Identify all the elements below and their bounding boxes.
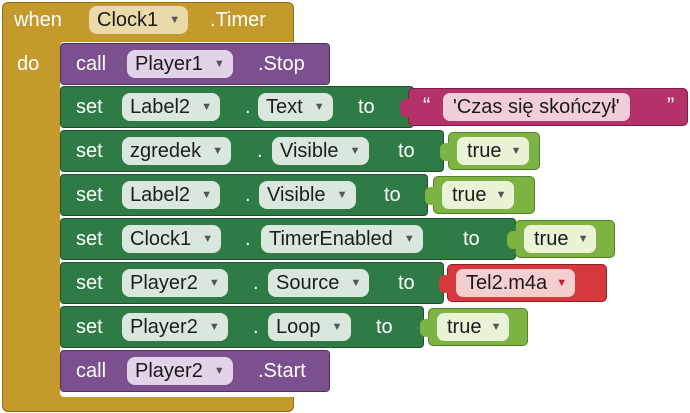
property-dropdown-visible[interactable]: Visible ▼ — [259, 181, 356, 209]
caret-down-icon: ▼ — [313, 101, 325, 113]
dot-separator: . — [245, 184, 251, 206]
caret-down-icon: ▼ — [403, 233, 415, 245]
to-label: to — [384, 184, 401, 206]
component-dropdown-player2[interactable]: Player2 ▼ — [122, 313, 228, 341]
caret-down-icon: ▼ — [201, 189, 213, 201]
set-zgredek-visible-block[interactable] — [60, 130, 444, 172]
caret-down-icon: ▼ — [577, 233, 589, 245]
plug-tab — [420, 319, 430, 337]
dot-separator: . — [253, 316, 259, 338]
caret-down-icon: ▼ — [202, 233, 214, 245]
method-name: .Stop — [258, 53, 305, 75]
boolean-value-block[interactable]: true ▼ — [507, 220, 615, 258]
component-dropdown-label2[interactable]: Label2 ▼ — [122, 93, 221, 121]
set-label2-text-block[interactable] — [60, 86, 414, 128]
boolean-dropdown[interactable]: true ▼ — [442, 181, 515, 209]
set-keyword: set — [76, 316, 103, 338]
dot-separator: . — [245, 96, 251, 118]
set-keyword: set — [76, 140, 103, 162]
component-dropdown-label2[interactable]: Label2 ▼ — [122, 181, 221, 209]
text-value[interactable]: 'Czas się skończył' — [443, 93, 630, 121]
set-label2-visible-block[interactable] — [60, 174, 428, 216]
property-dropdown-visible[interactable]: Visible ▼ — [272, 137, 369, 165]
set-keyword: set — [76, 228, 103, 250]
caret-down-icon: ▼ — [201, 101, 213, 113]
open-quote: “ — [423, 93, 431, 118]
caret-down-icon: ▼ — [495, 189, 507, 201]
component-dropdown-player2[interactable]: Player2 ▼ — [127, 357, 233, 385]
set-player2-loop-block[interactable] — [60, 306, 424, 348]
set-keyword: set — [76, 272, 103, 294]
to-label: to — [376, 316, 393, 338]
plug-tab — [439, 275, 449, 293]
property-dropdown-timerenabled[interactable]: TimerEnabled ▼ — [261, 225, 423, 253]
caret-down-icon: ▼ — [556, 277, 568, 289]
caret-down-icon: ▼ — [336, 189, 348, 201]
event-component-dropdown[interactable]: Clock1 ▼ — [89, 6, 189, 34]
property-dropdown-source[interactable]: Source ▼ — [268, 269, 370, 297]
boolean-dropdown[interactable]: true ▼ — [457, 137, 530, 165]
plug-tab — [440, 143, 450, 161]
caret-down-icon: ▼ — [510, 145, 522, 157]
caret-down-icon: ▼ — [208, 277, 220, 289]
caret-down-icon: ▼ — [213, 58, 225, 70]
component-dropdown-clock1[interactable]: Clock1 ▼ — [122, 225, 222, 253]
plug-tab — [507, 231, 517, 249]
dot-separator: . — [245, 228, 251, 250]
caret-down-icon: ▼ — [350, 277, 362, 289]
plug-tab — [400, 99, 410, 117]
set-keyword: set — [76, 184, 103, 206]
component-dropdown-zgredek[interactable]: zgredek ▼ — [122, 137, 232, 165]
property-dropdown-text[interactable]: Text ▼ — [258, 93, 333, 121]
to-label: to — [463, 228, 480, 250]
to-label: to — [398, 140, 415, 162]
caret-down-icon: ▼ — [213, 365, 225, 377]
caret-down-icon: ▼ — [349, 145, 361, 157]
close-quote: ” — [667, 93, 675, 118]
component-dropdown-player1[interactable]: Player1 ▼ — [127, 50, 233, 78]
sound-file-dropdown[interactable]: Tel2.m4a ▼ — [456, 269, 576, 297]
boolean-value-block[interactable]: true ▼ — [425, 176, 535, 214]
boolean-value-block[interactable]: true ▼ — [440, 132, 540, 170]
to-label: to — [358, 96, 375, 118]
component-dropdown-player2[interactable]: Player2 ▼ — [122, 269, 228, 297]
caret-down-icon: ▼ — [208, 321, 220, 333]
set-player2-source-block[interactable] — [60, 262, 444, 304]
sound-file-block[interactable]: Tel2.m4a ▼ — [439, 264, 607, 302]
when-label: when — [14, 9, 62, 31]
dot-separator: . — [253, 272, 259, 294]
plug-tab — [425, 187, 435, 205]
event-name: .Timer — [210, 9, 266, 31]
caret-down-icon: ▼ — [212, 145, 224, 157]
set-keyword: set — [76, 96, 103, 118]
text-value-block[interactable]: “ 'Czas się skończył' ” — [400, 88, 688, 126]
boolean-dropdown[interactable]: true ▼ — [437, 313, 510, 341]
property-dropdown-loop[interactable]: Loop ▼ — [268, 313, 351, 341]
to-label: to — [398, 272, 415, 294]
call-keyword: call — [76, 53, 107, 75]
caret-down-icon: ▼ — [490, 321, 502, 333]
method-name: .Start — [258, 360, 306, 382]
call-keyword: call — [76, 360, 107, 382]
boolean-dropdown[interactable]: true ▼ — [524, 225, 597, 253]
caret-down-icon: ▼ — [169, 14, 181, 26]
do-label: do — [17, 53, 40, 75]
boolean-value-block[interactable]: true ▼ — [420, 308, 528, 346]
caret-down-icon: ▼ — [331, 321, 343, 333]
dot-separator: . — [257, 140, 263, 162]
